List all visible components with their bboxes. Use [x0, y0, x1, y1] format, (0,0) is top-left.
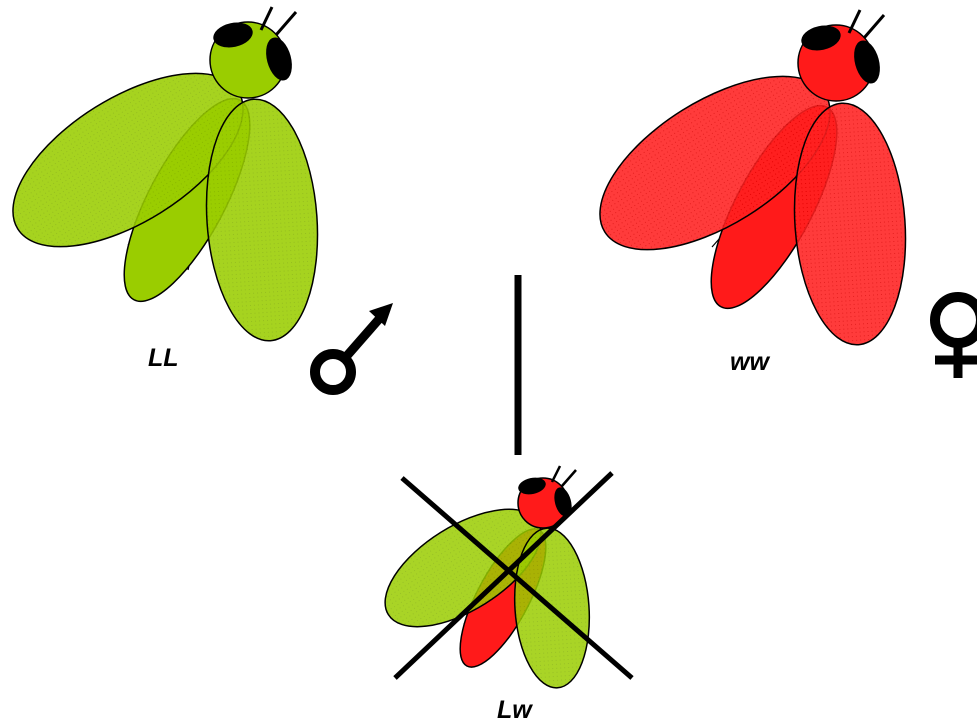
offspring-antenna-2 [562, 470, 576, 486]
female-antenna-2 [864, 15, 884, 38]
female-genotype-label: ww [730, 348, 770, 376]
male-symbol-ring [315, 354, 351, 390]
male-fly: LL [0, 7, 325, 372]
female-fly: ww [572, 10, 913, 376]
male-symbol-arrow-shaft [345, 318, 380, 358]
offspring-genotype-label: Lw [497, 696, 533, 723]
female-symbol [935, 297, 977, 378]
offspring-antenna-1 [552, 466, 560, 482]
male-symbol [315, 303, 393, 390]
female-symbol-ring [935, 297, 977, 343]
male-antenna-2 [276, 12, 296, 35]
male-genotype-label: LL [148, 344, 179, 372]
